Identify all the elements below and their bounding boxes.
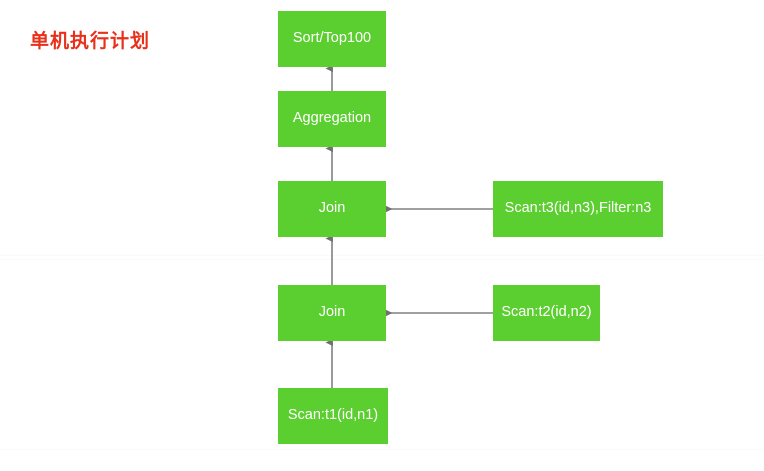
node-join-lower[interactable]: Join xyxy=(278,285,386,341)
background-rule xyxy=(0,255,764,256)
node-sort-top100[interactable]: Sort/Top100 xyxy=(278,11,386,67)
node-aggregation[interactable]: Aggregation xyxy=(278,91,386,147)
node-join-upper[interactable]: Join xyxy=(278,181,386,237)
background-rule xyxy=(0,449,764,450)
node-scan-t3-filter[interactable]: Scan:t3(id,n3),Filter:n3 xyxy=(493,181,663,237)
background-rule xyxy=(0,259,764,260)
node-scan-t1[interactable]: Scan:t1(id,n1) xyxy=(278,388,388,444)
node-scan-t2[interactable]: Scan:t2(id,n2) xyxy=(493,285,600,341)
page-title: 单机执行计划 xyxy=(30,31,151,52)
